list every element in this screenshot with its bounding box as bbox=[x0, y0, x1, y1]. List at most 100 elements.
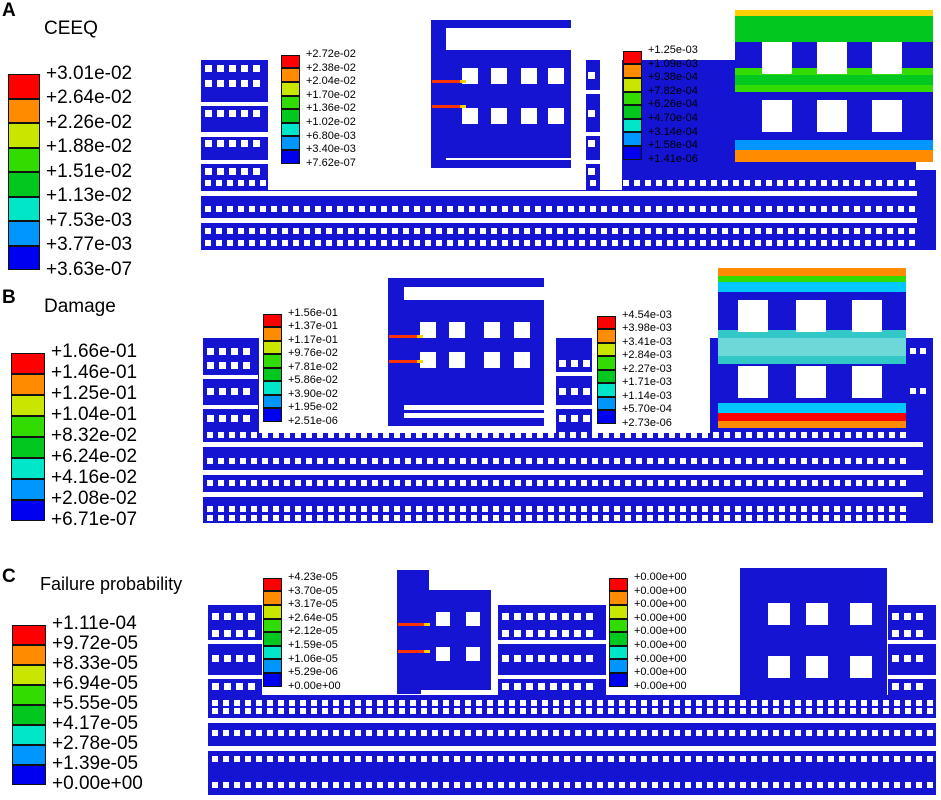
slit bbox=[203, 375, 258, 379]
legend-value: +2.08e-02 bbox=[51, 487, 138, 509]
legend-swatch bbox=[12, 725, 46, 745]
slit bbox=[203, 442, 923, 447]
legend-value: +1.39e-05 bbox=[52, 753, 139, 775]
hole bbox=[521, 68, 537, 84]
legend-value: +1.25e-01 bbox=[51, 382, 138, 404]
legend-swatch bbox=[609, 645, 628, 660]
hole-row bbox=[205, 180, 915, 186]
legend-value: +6.26e-04 bbox=[648, 98, 698, 111]
legend-swatch bbox=[623, 146, 642, 160]
legend-value: +5.70e-04 bbox=[622, 403, 672, 416]
square-holes bbox=[559, 415, 590, 422]
square-holes bbox=[502, 655, 593, 662]
hole bbox=[852, 366, 882, 398]
square-holes bbox=[205, 228, 915, 234]
panel-b-holes bbox=[207, 348, 250, 355]
hole-row bbox=[212, 683, 255, 690]
legend-swatch bbox=[263, 313, 282, 328]
legend-value: +3.70e-05 bbox=[288, 584, 338, 597]
hole bbox=[762, 42, 792, 74]
hole-row bbox=[205, 140, 260, 147]
hole bbox=[806, 656, 828, 678]
hole bbox=[466, 647, 480, 661]
hole-row bbox=[212, 708, 933, 714]
crack-marker bbox=[432, 80, 460, 83]
legend-value: +1.58e-04 bbox=[648, 139, 698, 152]
legend-swatch bbox=[12, 685, 46, 705]
square-holes bbox=[910, 388, 926, 394]
legend-value: +4.70e-04 bbox=[648, 112, 698, 124]
square-holes bbox=[502, 630, 593, 637]
legend-swatch bbox=[263, 408, 282, 422]
square-holes bbox=[207, 458, 906, 464]
hole-row bbox=[559, 415, 590, 422]
hole-row bbox=[212, 782, 933, 788]
legend-swatch bbox=[263, 659, 282, 673]
square-holes bbox=[205, 65, 260, 72]
hole-row bbox=[559, 360, 590, 367]
legend-value: +0.00e+00 bbox=[634, 679, 687, 692]
slit bbox=[586, 90, 616, 94]
square-holes bbox=[910, 348, 926, 354]
legend-swatch bbox=[281, 68, 300, 82]
slit bbox=[208, 746, 936, 751]
legend-swatch bbox=[597, 356, 616, 370]
hole-row bbox=[588, 110, 607, 117]
hole-row bbox=[892, 630, 923, 637]
legend-swatch bbox=[263, 340, 282, 355]
legend-value: +5.55e-05 bbox=[52, 693, 139, 715]
legend-value: +2.64e-02 bbox=[46, 87, 133, 108]
hole-row bbox=[502, 630, 593, 637]
legend-swatch bbox=[609, 632, 628, 646]
legend-value: +3.14e-04 bbox=[648, 125, 698, 138]
legend-value: +3.77e-03 bbox=[46, 234, 133, 255]
legend-value: +1.41e-06 bbox=[648, 152, 698, 165]
legend-swatch bbox=[609, 605, 628, 619]
panel-b-label: B bbox=[2, 287, 16, 308]
legend-swatch bbox=[263, 354, 282, 368]
legend-swatch bbox=[597, 329, 616, 343]
square-holes bbox=[205, 180, 915, 186]
legend-swatch bbox=[8, 123, 40, 148]
crack-tip bbox=[460, 105, 466, 108]
square-holes bbox=[588, 72, 607, 79]
legend-value: +9.38e-04 bbox=[648, 71, 698, 84]
legend-swatch bbox=[597, 410, 616, 424]
legend-swatch bbox=[263, 327, 282, 341]
hole bbox=[768, 656, 790, 678]
legend-swatch bbox=[8, 245, 40, 271]
square-holes bbox=[502, 613, 593, 620]
square-holes bbox=[212, 708, 933, 714]
square-holes bbox=[588, 140, 607, 147]
legend-value: +5.86e-02 bbox=[288, 374, 338, 387]
hole-row bbox=[205, 240, 915, 246]
hole bbox=[484, 352, 500, 368]
hole bbox=[872, 42, 902, 74]
hole-row bbox=[207, 458, 906, 464]
hole-row bbox=[212, 630, 255, 637]
slit bbox=[888, 640, 936, 644]
crack-tip bbox=[424, 623, 430, 626]
legend-value: +7.62e-07 bbox=[306, 156, 356, 169]
crack-tip bbox=[460, 80, 466, 83]
hole bbox=[796, 366, 826, 398]
square-holes bbox=[588, 110, 607, 117]
legend-value: +1.71e-03 bbox=[622, 376, 672, 389]
hole bbox=[420, 322, 436, 338]
legend-swatch bbox=[623, 105, 642, 119]
hole-row bbox=[502, 655, 593, 662]
legend-value: +3.17e-05 bbox=[288, 598, 338, 611]
square-holes bbox=[205, 168, 260, 175]
legend-value: +8.33e-05 bbox=[52, 653, 139, 675]
slit bbox=[556, 405, 592, 409]
slit bbox=[201, 160, 268, 164]
legend-value: +6.24e-02 bbox=[51, 445, 138, 467]
legend-value: +8.32e-02 bbox=[51, 424, 138, 446]
legend-swatch bbox=[281, 95, 300, 110]
square-holes bbox=[892, 683, 923, 690]
legend-value: +1.95e-02 bbox=[288, 401, 338, 414]
legend-value: +1.37e-01 bbox=[288, 320, 338, 333]
legend-swatch bbox=[263, 591, 282, 605]
legend-swatch bbox=[8, 74, 40, 99]
legend-value: +0.00e+00 bbox=[634, 611, 687, 624]
